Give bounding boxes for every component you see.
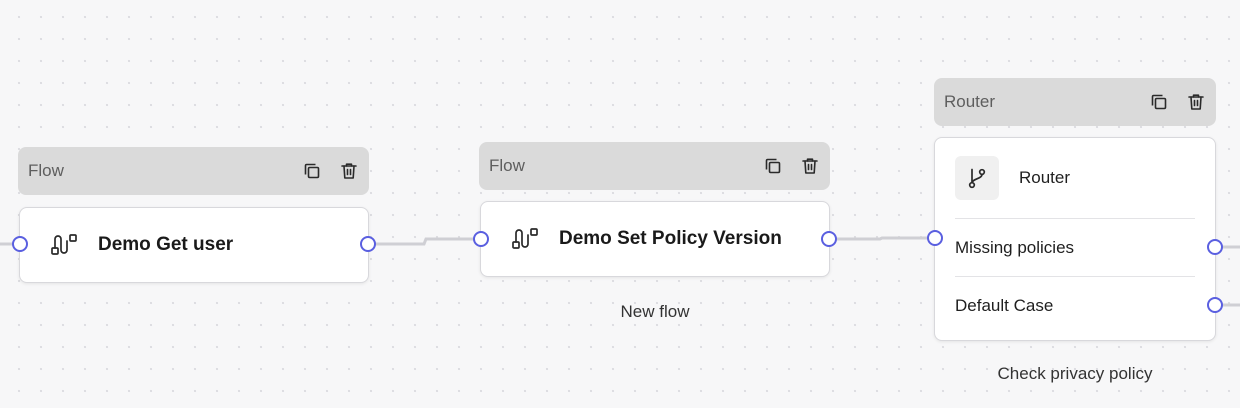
- duplicate-node-button[interactable]: [302, 161, 322, 181]
- output-handle-default-case[interactable]: [1207, 297, 1223, 313]
- node-label: Demo Get user: [98, 234, 234, 255]
- flow-icon: [50, 230, 80, 260]
- delete-node-button[interactable]: [1186, 92, 1206, 112]
- trash-icon: [341, 163, 357, 179]
- route-missing-policies[interactable]: Missing policies: [955, 218, 1195, 277]
- node-label: Router: [1019, 168, 1071, 187]
- node-caption: Check privacy policy: [997, 364, 1153, 383]
- output-handle[interactable]: [360, 236, 376, 252]
- input-handle[interactable]: [473, 231, 489, 247]
- node-type-label: Flow: [489, 156, 525, 175]
- route-label: Missing policies: [955, 238, 1075, 257]
- flow-icon: [511, 224, 541, 254]
- duplicate-node-button[interactable]: [763, 156, 783, 176]
- output-handle[interactable]: [821, 231, 837, 247]
- trash-icon: [802, 158, 818, 174]
- flow-node-get-user[interactable]: Demo Get user: [19, 207, 369, 283]
- copy-icon: [765, 158, 781, 174]
- trash-icon: [1188, 94, 1204, 110]
- duplicate-node-button[interactable]: [1149, 92, 1169, 112]
- edge-get-user-to-set-policy: [367, 237, 481, 246]
- edge-set-policy-to-router: [828, 236, 935, 241]
- copy-icon: [304, 163, 320, 179]
- router-node[interactable]: Router Missing policies Default Case: [934, 137, 1216, 341]
- flow-node-header[interactable]: Flow: [18, 147, 369, 195]
- copy-icon: [1151, 94, 1167, 110]
- node-type-label: Flow: [28, 161, 64, 180]
- flow-node-header[interactable]: Flow: [479, 142, 830, 190]
- input-handle[interactable]: [12, 236, 28, 252]
- route-label: Default Case: [955, 296, 1054, 315]
- router-node-title-row: Router: [935, 138, 1215, 218]
- route-default-case[interactable]: Default Case: [955, 276, 1195, 335]
- input-handle[interactable]: [927, 230, 943, 246]
- output-handle-missing-policies[interactable]: [1207, 239, 1223, 255]
- node-label: Demo Set Policy Version: [559, 228, 782, 249]
- node-caption: New flow: [620, 302, 690, 321]
- router-node-header[interactable]: Router: [934, 78, 1216, 126]
- node-type-label: Router: [944, 92, 996, 111]
- git-branch-icon: [955, 156, 999, 200]
- delete-node-button[interactable]: [800, 156, 820, 176]
- delete-node-button[interactable]: [339, 161, 359, 181]
- flow-node-set-policy-version[interactable]: Demo Set Policy Version: [480, 201, 830, 277]
